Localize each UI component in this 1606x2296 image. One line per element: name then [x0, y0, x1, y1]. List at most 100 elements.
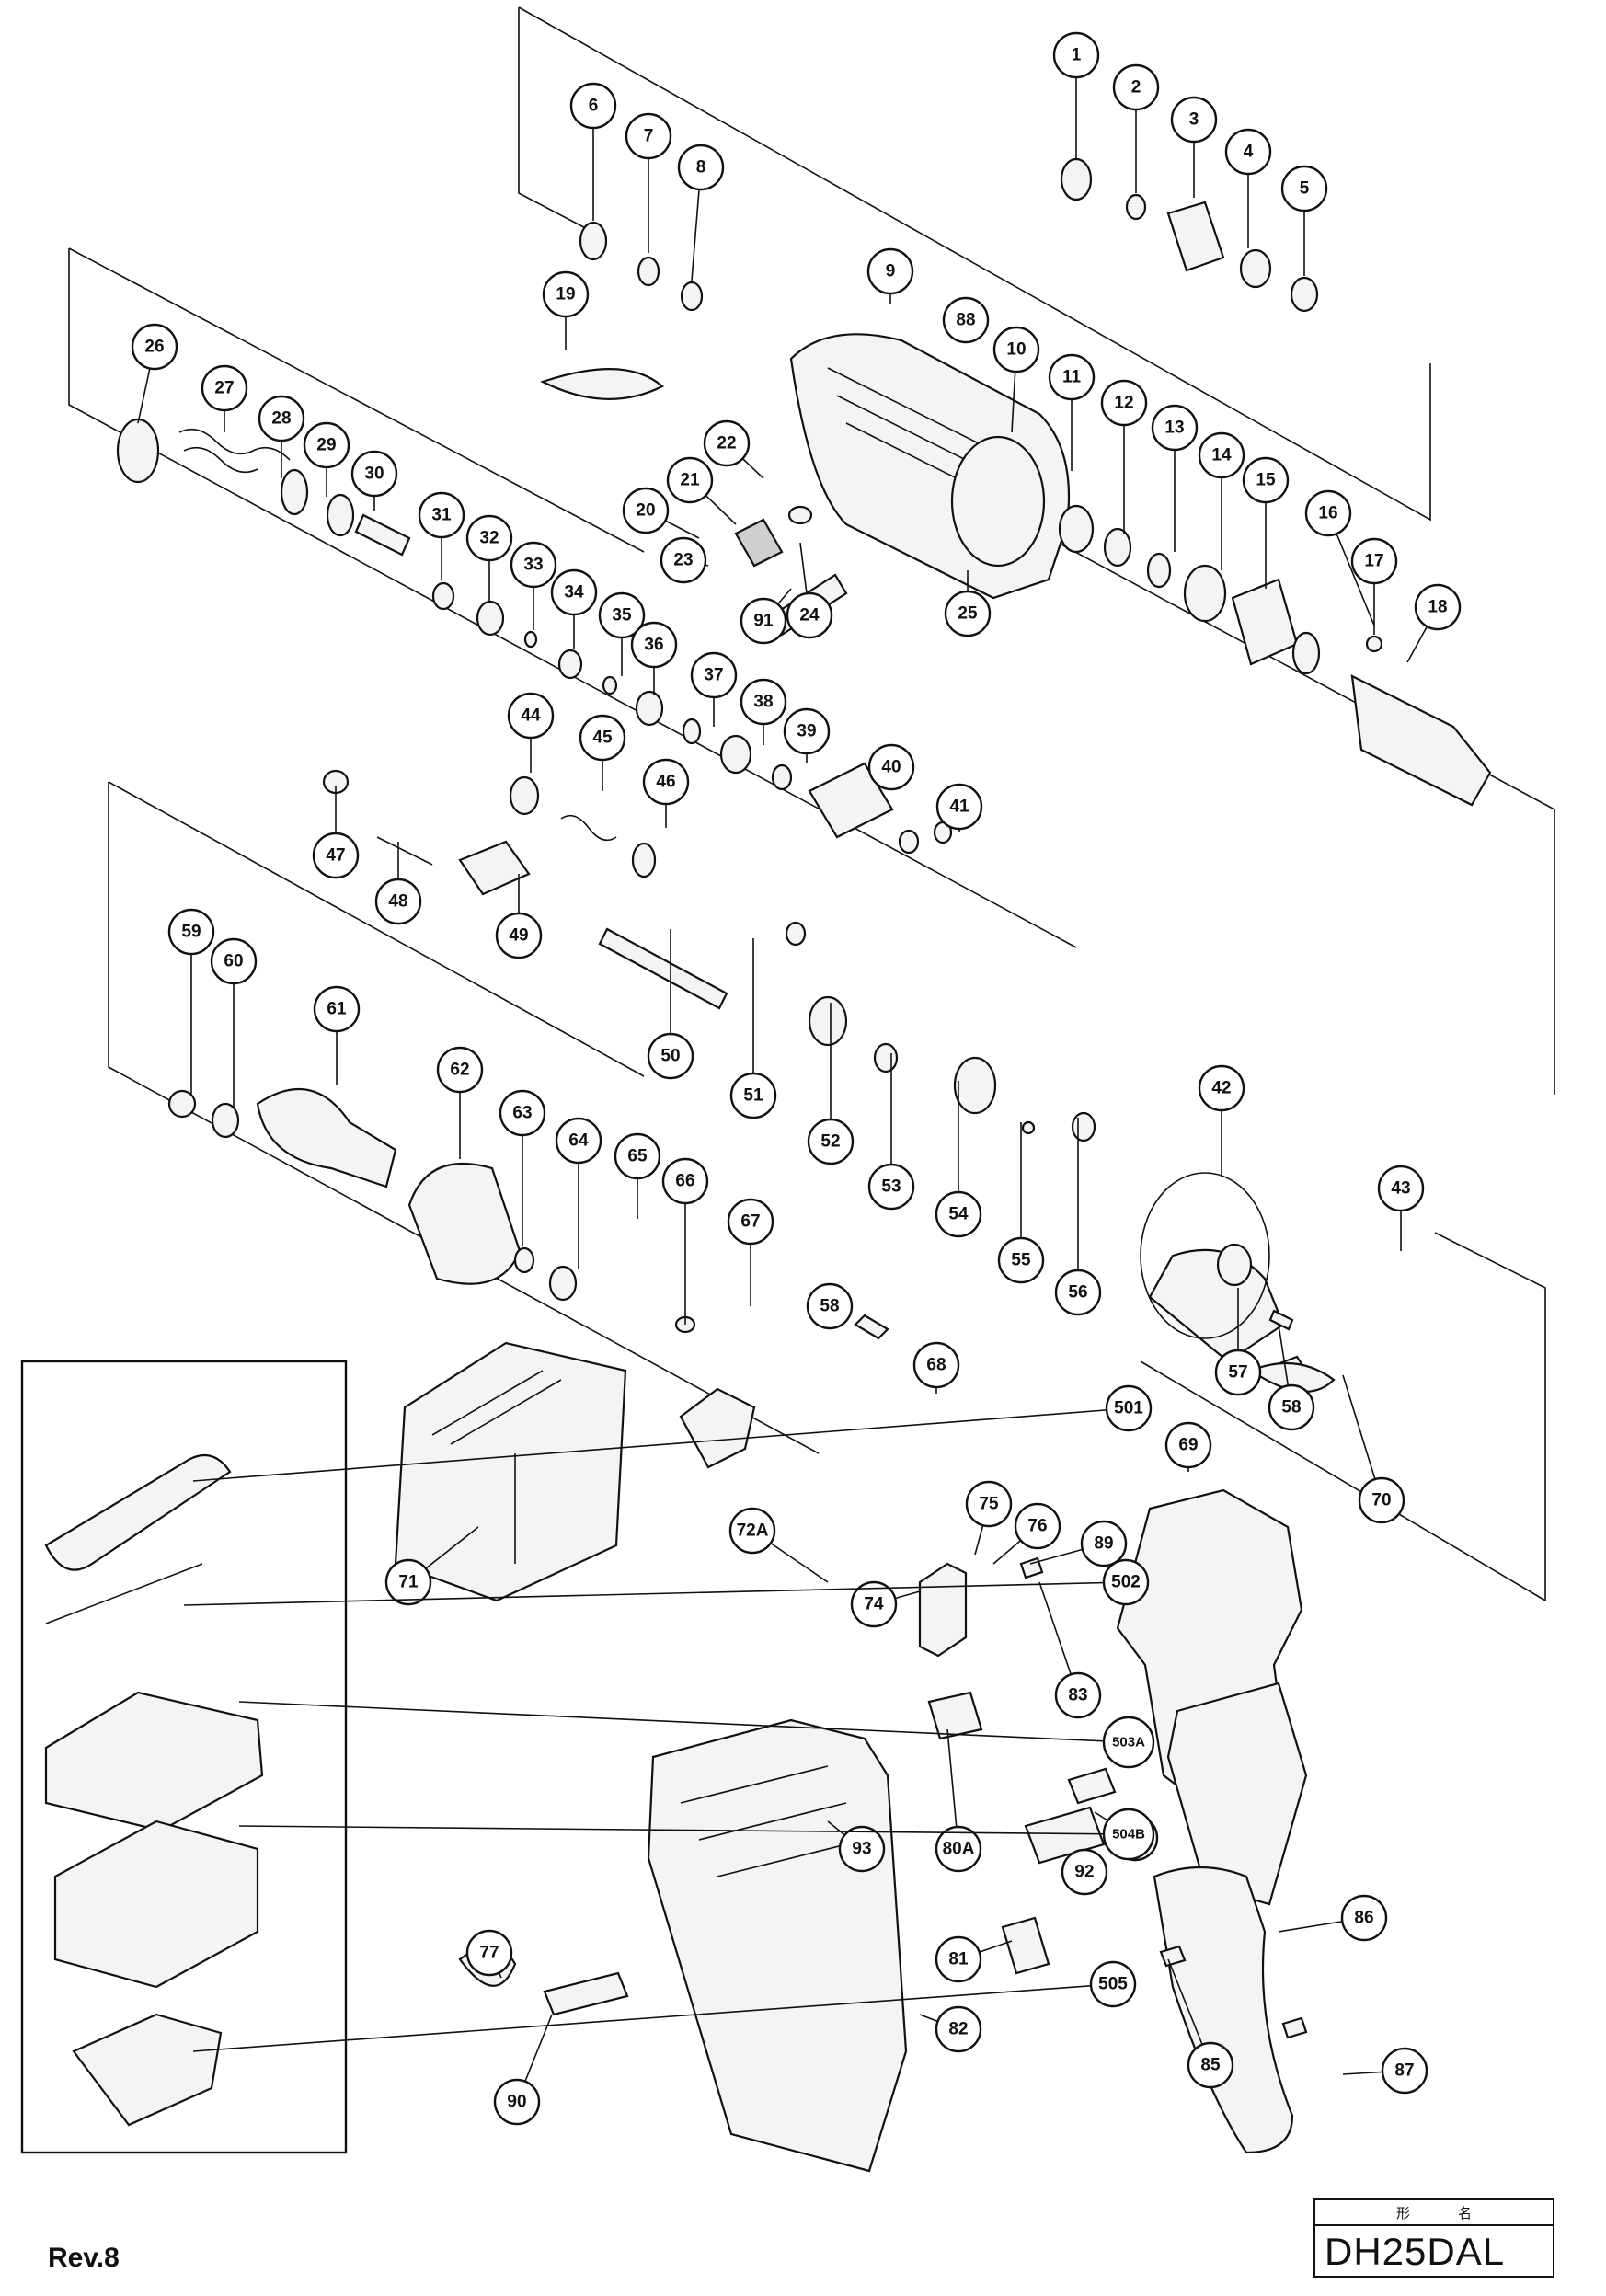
callout-58: 58: [806, 1282, 854, 1330]
callout-label: 30: [364, 465, 384, 484]
callout-503a: 503A: [238, 1701, 1155, 1769]
callout-11: 11: [1048, 353, 1096, 471]
callout-leader-line: [238, 1701, 1130, 1743]
callout-54: 54: [935, 1081, 982, 1238]
callout-70: 70: [1342, 1374, 1405, 1524]
part-grip-cover: [1153, 1866, 1294, 2154]
callout-circle: [1054, 1671, 1102, 1719]
callout-circle: [598, 591, 646, 639]
callout-label: 65: [627, 1147, 648, 1166]
callout-circle: [350, 450, 398, 498]
callout-label: 85: [1200, 2056, 1221, 2075]
callout-circle: [838, 1825, 886, 1873]
callout-label: 45: [592, 729, 613, 748]
callout-circle: [499, 1089, 546, 1137]
callout-label: 31: [431, 506, 452, 525]
callout-label: 2: [1131, 78, 1141, 98]
callout-label: 14: [1211, 446, 1232, 465]
callout-circle: [131, 323, 178, 371]
callout-67: 67: [727, 1198, 774, 1306]
callout-6: 6: [569, 82, 617, 221]
callout-circle: [642, 758, 690, 806]
callout-circle: [625, 112, 672, 160]
callout-48: 48: [374, 842, 422, 925]
part-motor-row: [167, 1087, 1294, 1363]
callout-41: 41: [935, 783, 983, 832]
callout-circle: [807, 1118, 855, 1165]
callout-label: 76: [1027, 1517, 1047, 1536]
callout-label: 56: [1068, 1283, 1087, 1303]
callout-label: 37: [704, 666, 723, 685]
callout-circle: [569, 82, 617, 130]
callout-42: 42: [1198, 1064, 1245, 1177]
accessories-inset: [20, 1360, 348, 2154]
callout-92: 92: [1061, 1848, 1108, 1896]
callout-circle: [867, 1163, 915, 1211]
callout-93: 93: [827, 1820, 886, 1873]
part-cam-shaft-row: [322, 769, 1096, 1142]
callout-circle: [630, 621, 678, 669]
callout-circle: [614, 1132, 661, 1180]
callout-90: 90: [493, 2014, 553, 2126]
callout-57: 57: [1214, 1288, 1262, 1396]
part-handle-right: [1116, 1361, 1336, 1906]
callout-15: 15: [1242, 456, 1290, 589]
callout-circle: [727, 1198, 774, 1246]
callout-circle: [384, 1558, 432, 1606]
callout-16: 16: [1304, 489, 1375, 626]
callout-circle: [1080, 1520, 1128, 1567]
callout-label: 4: [1244, 143, 1254, 162]
callout-circle: [493, 2078, 541, 2126]
callout-label: 46: [656, 773, 675, 792]
callout-44: 44: [507, 692, 555, 773]
callout-circle: [1102, 1808, 1155, 1861]
callout-14: 14: [1198, 431, 1245, 570]
callout-circle: [465, 1929, 513, 1977]
callout-circle: [965, 1480, 1013, 1528]
callout-label: 68: [926, 1356, 946, 1375]
callout-label: 86: [1354, 1909, 1373, 1928]
callout-37: 37: [690, 651, 738, 727]
callout-label: 47: [326, 846, 345, 866]
callout-circle: [1268, 1383, 1315, 1431]
case-inner: [72, 2013, 223, 2127]
callout-label: 67: [740, 1212, 760, 1232]
callout-circle: [1164, 1421, 1212, 1469]
callout-62: 62: [436, 1046, 484, 1159]
callout-circle: [495, 912, 543, 959]
callout-87: 87: [1342, 2047, 1428, 2095]
callout-75: 75: [965, 1480, 1013, 1556]
carrying-case: [53, 1820, 259, 1989]
callout-label: 91: [753, 612, 774, 631]
callout-circle: [312, 832, 360, 879]
callout-circle: [1377, 1165, 1425, 1212]
callout-label: 3: [1189, 110, 1199, 130]
callout-label: 10: [1006, 340, 1026, 360]
callout-circle: [935, 783, 983, 831]
callout-circle: [942, 296, 990, 344]
callout-59: 59: [167, 908, 215, 1095]
callout-1: 1: [1052, 31, 1100, 158]
callout-27: 27: [201, 364, 248, 432]
callout-label: 39: [797, 722, 816, 741]
callout-89: 89: [1029, 1520, 1128, 1567]
callout-circle: [867, 743, 915, 791]
model-number: DH25DAL: [1325, 2230, 1506, 2273]
revision-label: Rev.8: [48, 2243, 120, 2273]
callout-circle: [210, 937, 258, 985]
callout-label: 89: [1094, 1534, 1113, 1554]
callout-label: 5: [1300, 179, 1310, 199]
callout-7: 7: [625, 112, 672, 253]
callout-40: 40: [867, 743, 915, 791]
callout-circle: [1340, 1894, 1388, 1942]
callout-12: 12: [1100, 379, 1148, 534]
callout-label: 502: [1111, 1573, 1141, 1592]
callout-8: 8: [677, 144, 725, 281]
depth-gauge: [45, 1563, 203, 1624]
callout-circle: [647, 1032, 694, 1080]
callout-label: 61: [327, 1000, 347, 1019]
callout-circle: [1102, 1716, 1155, 1769]
callout-circle: [1280, 165, 1328, 212]
callout-label: 44: [521, 706, 541, 726]
callout-circle: [660, 536, 707, 584]
